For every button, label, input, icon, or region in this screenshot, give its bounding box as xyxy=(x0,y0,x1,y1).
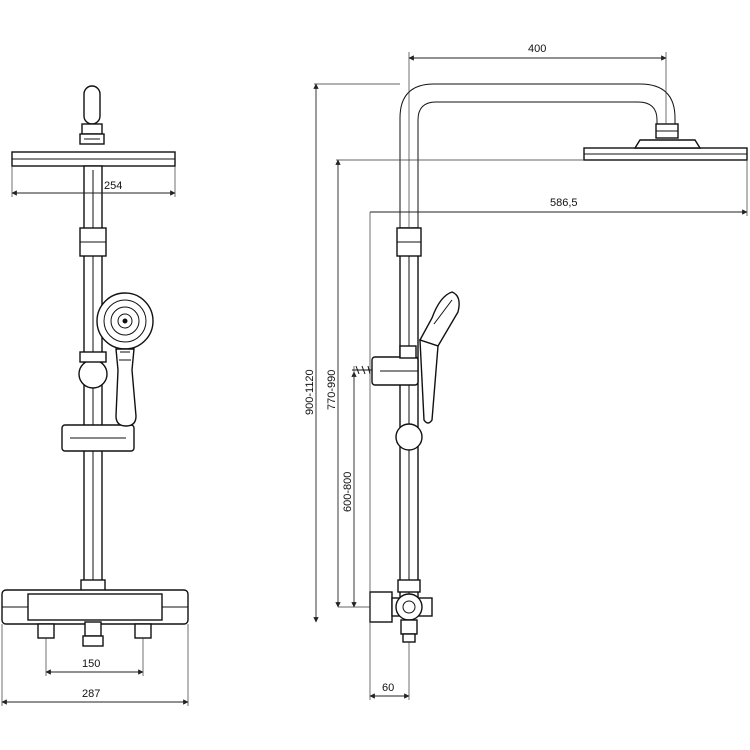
dimension-770-990: 770-990 xyxy=(326,159,341,608)
dimension-60: 60 xyxy=(369,642,410,700)
side-riser-pipe xyxy=(395,227,423,609)
side-slide-bracket xyxy=(352,345,419,386)
dimension-label-60: 60 xyxy=(382,682,394,694)
dimension-400: 400 xyxy=(408,43,667,228)
side-mixer-body xyxy=(369,591,433,643)
side-rain-shower-head xyxy=(583,139,748,161)
side-view: 400 586,5 900-1120 770-990 600-800 xyxy=(304,43,748,700)
dimension-label-150: 150 xyxy=(82,658,100,670)
dimension-900-1120: 900-1120 xyxy=(304,83,319,623)
dimension-label-254: 254 xyxy=(104,180,122,192)
dimension-label-586-5: 586,5 xyxy=(550,197,578,209)
dimension-600-800: 600-800 xyxy=(338,371,370,608)
front-rain-shower-head xyxy=(11,151,176,167)
dimension-label-770-990: 770-990 xyxy=(326,370,338,410)
front-view: 254 150 287 xyxy=(1,85,189,706)
dimension-150: 150 xyxy=(45,638,144,676)
front-mixer-body xyxy=(1,589,189,647)
front-top-connector xyxy=(79,85,105,145)
dimension-254: 254 xyxy=(11,166,176,197)
side-hand-shower xyxy=(418,291,460,424)
dimension-586-5: 586,5 xyxy=(370,160,748,216)
dimension-label-287: 287 xyxy=(82,688,100,700)
dimension-label-400: 400 xyxy=(528,43,546,55)
front-slide-holder xyxy=(61,351,135,452)
dimension-label-600-800: 600-800 xyxy=(342,472,354,512)
dimension-label-900-1120: 900-1120 xyxy=(304,369,316,415)
side-shower-arm xyxy=(399,83,679,230)
dimension-287: 287 xyxy=(1,624,189,706)
front-hand-shower xyxy=(96,292,154,427)
